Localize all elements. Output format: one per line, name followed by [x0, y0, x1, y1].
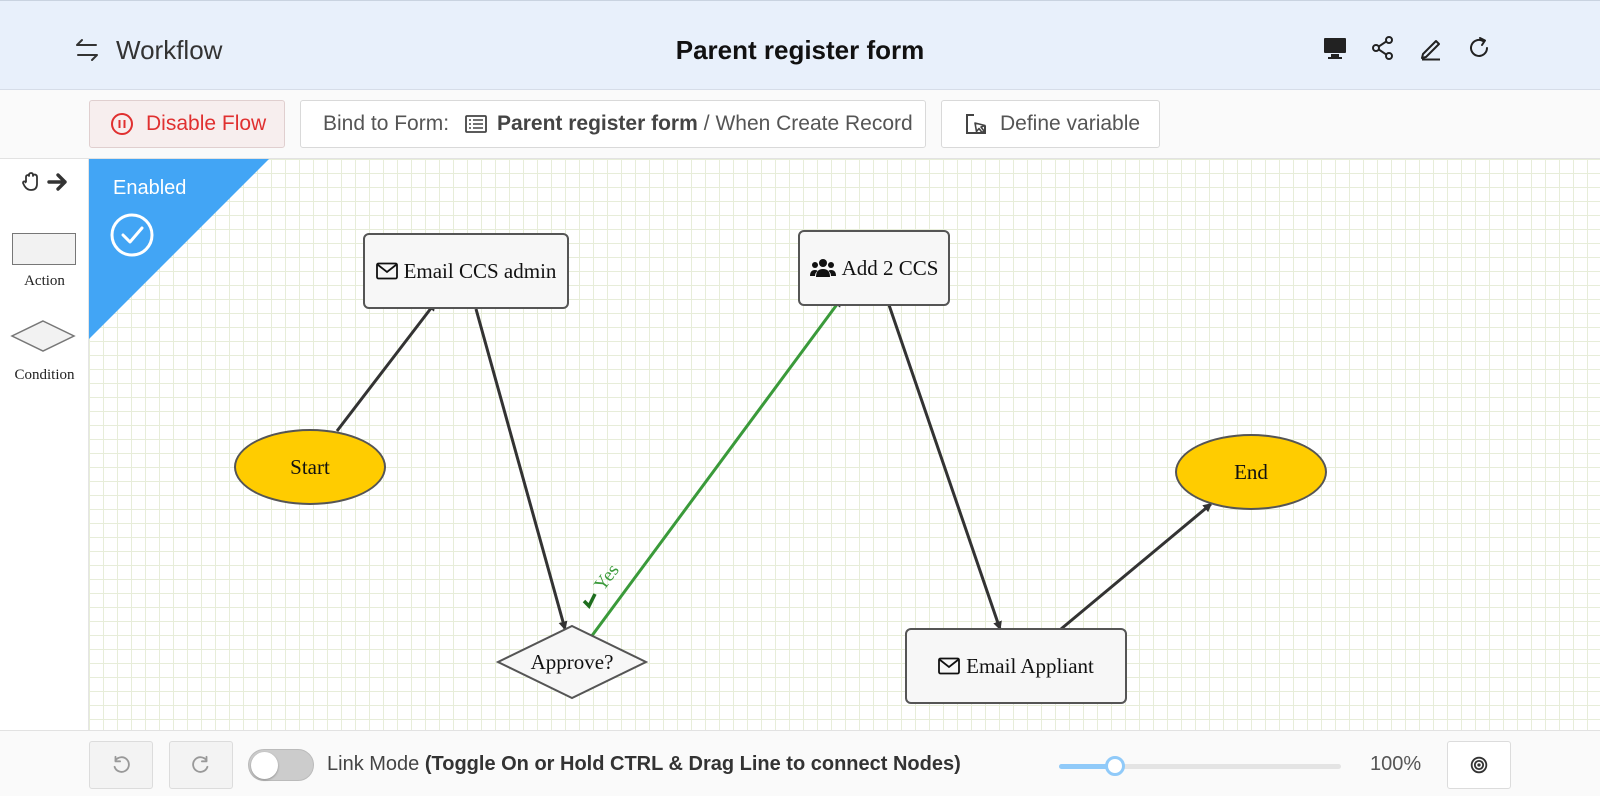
refresh-icon[interactable]	[1458, 27, 1500, 69]
select-cursor-icon	[964, 112, 988, 136]
edge-start-to-email-admin[interactable]	[335, 301, 437, 432]
header-tools	[1314, 27, 1500, 69]
diamond-shape	[496, 624, 648, 700]
flow-toolbar: Disable Flow Bind to Form: Parent regist…	[0, 90, 1600, 159]
hand-icon	[20, 171, 42, 198]
palette-action-shape[interactable]	[12, 233, 76, 265]
desktop-icon[interactable]	[1314, 27, 1356, 69]
palette-condition-shape[interactable]	[10, 319, 76, 358]
check-circle-icon	[110, 213, 154, 257]
bottom-bar: Link Mode (Toggle On or Hold CTRL & Drag…	[0, 730, 1600, 796]
node-email-appliant-label: Email Appliant	[966, 653, 1094, 678]
envelope-icon	[375, 262, 398, 280]
edge-email-appliant-to-end[interactable]	[1060, 502, 1213, 631]
bind-to-form-button[interactable]: Bind to Form: Parent register form / Whe…	[300, 100, 926, 148]
node-add-2-ccs-label: Add 2 CCS	[841, 255, 939, 280]
node-email-appliant[interactable]: Email Appliant	[905, 628, 1127, 704]
redo-icon	[192, 755, 209, 773]
section-title: Workflow	[116, 35, 223, 65]
form-icon	[465, 115, 487, 133]
zoom-slider[interactable]	[1059, 756, 1341, 776]
node-email-ccs-admin-label: Email CCS admin	[403, 258, 557, 283]
link-mode-toggle[interactable]	[248, 749, 314, 781]
node-add-2-ccs[interactable]: Add 2 CCS	[798, 230, 950, 306]
flow-edges: Yes	[335, 297, 1213, 638]
yes-label-text: Yes	[590, 560, 623, 595]
edge-approve-yes-to-add-ccs[interactable]	[589, 297, 843, 638]
node-approve[interactable]: Approve?	[496, 624, 648, 700]
node-email-ccs-admin[interactable]: Email CCS admin	[363, 233, 569, 309]
edge-email-admin-to-approve[interactable]	[474, 308, 568, 631]
palette-action-label: Action	[24, 273, 65, 289]
bind-event: / When Create Record	[703, 112, 913, 135]
palette-condition-label: Condition	[14, 367, 75, 383]
swap-arrows-icon[interactable]	[74, 37, 100, 63]
zoom-value: 100%	[1370, 753, 1422, 775]
edge-add-ccs-to-email-appliant[interactable]	[887, 304, 1002, 631]
node-start-label: Start	[290, 454, 330, 479]
link-mode-label: Link Mode	[327, 753, 420, 775]
node-approve-label: Approve?	[530, 649, 614, 674]
zoom-slider-fill	[1059, 764, 1116, 769]
bind-prefix: Bind to Form:	[323, 112, 450, 135]
undo-button[interactable]	[89, 741, 153, 789]
yes-label: Yes	[590, 560, 623, 595]
define-variable-button[interactable]: Define variable	[941, 100, 1160, 148]
target-icon	[1470, 756, 1488, 774]
arrow-right-icon	[46, 171, 70, 198]
undo-icon	[113, 755, 130, 773]
link-mode-hint: (Toggle On or Hold CTRL & Drag Line to c…	[424, 753, 961, 775]
pan-tool[interactable]	[20, 171, 70, 198]
pause-circle-icon	[110, 112, 134, 136]
share-icon[interactable]	[1362, 27, 1404, 69]
disable-flow-label: Disable Flow	[146, 112, 267, 135]
enabled-ribbon: Enabled	[89, 159, 269, 339]
yes-check-icon	[582, 593, 597, 609]
fit-view-button[interactable]	[1447, 741, 1511, 789]
envelope-icon	[938, 657, 961, 675]
toggle-knob	[251, 752, 278, 779]
disable-flow-button[interactable]: Disable Flow	[89, 100, 285, 148]
node-end[interactable]: End	[1175, 434, 1327, 510]
top-header: Workflow Parent register form	[0, 0, 1600, 90]
define-variable-label: Define variable	[1000, 112, 1141, 135]
flow-canvas[interactable]: Yes Enabled Start Email CCS admin Approv…	[89, 159, 1600, 730]
bind-form-name: Parent register form	[497, 112, 698, 135]
users-icon	[809, 258, 836, 278]
edit-icon[interactable]	[1410, 27, 1452, 69]
node-start[interactable]: Start	[234, 429, 386, 505]
link-mode-text: Link Mode (Toggle On or Hold CTRL & Drag…	[327, 753, 961, 776]
shape-palette: Action Condition	[0, 159, 89, 730]
node-end-label: End	[1234, 459, 1268, 484]
redo-button[interactable]	[169, 741, 233, 789]
zoom-slider-thumb[interactable]	[1105, 756, 1126, 776]
ribbon-label: Enabled	[113, 177, 187, 199]
